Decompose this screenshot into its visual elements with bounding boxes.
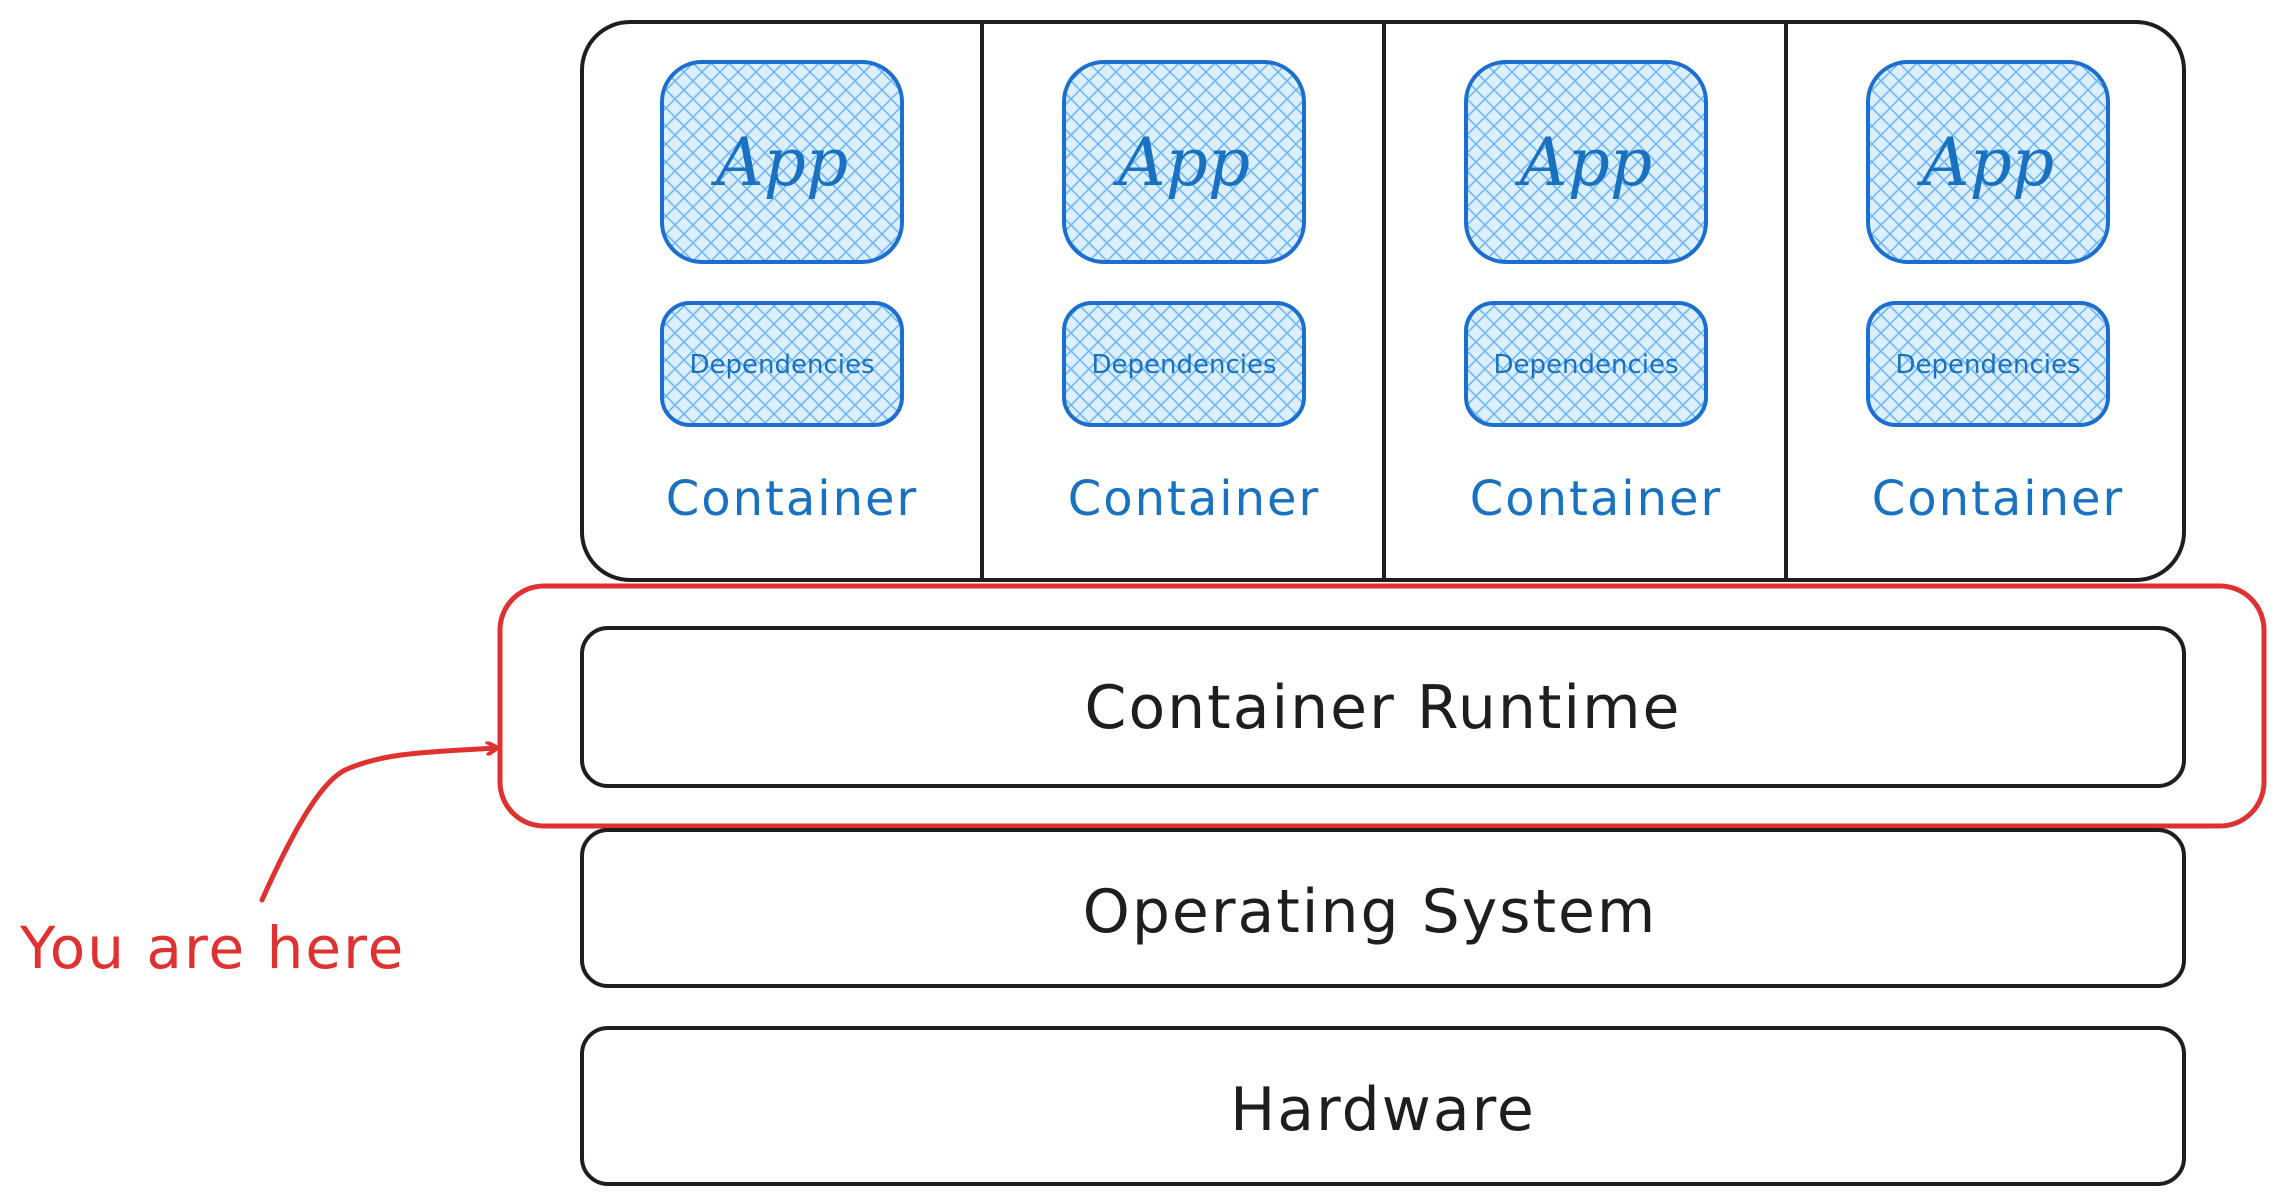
container-label: Container <box>1872 471 2125 527</box>
app-label: App <box>1112 124 1250 201</box>
container-label: Container <box>666 471 919 527</box>
runtime-highlight <box>497 583 2267 829</box>
app-label: App <box>1514 124 1652 201</box>
app-box <box>1062 60 1306 264</box>
hardware-layer <box>580 1026 2186 1186</box>
dependencies-box <box>660 301 904 427</box>
operating-system-layer <box>580 828 2186 988</box>
annotation-arrow <box>259 748 496 903</box>
container-column: App Dependencies Container <box>1464 60 1723 527</box>
container-runtime-label: Container Runtime <box>1085 673 1682 743</box>
dependencies-label: Dependencies <box>1493 350 1678 380</box>
app-box <box>1464 60 1708 264</box>
container-runtime-layer <box>580 626 2186 788</box>
container-label: Container <box>1068 471 1321 527</box>
dependencies-box <box>1464 301 1708 427</box>
dependencies-box <box>1062 301 1306 427</box>
container-column: App Dependencies Container <box>1866 60 2125 527</box>
dependencies-label: Dependencies <box>1091 350 1276 380</box>
app-label: App <box>710 124 848 201</box>
app-box <box>1866 60 2110 264</box>
hardware-label: Hardware <box>1230 1075 1536 1145</box>
dependencies-label: Dependencies <box>689 350 874 380</box>
container-column: App Dependencies Container <box>1062 60 1321 527</box>
dependencies-box <box>1866 301 2110 427</box>
operating-system-label: Operating System <box>1083 877 1658 947</box>
you-are-here-label: You are here <box>19 914 405 982</box>
container-column: App Dependencies Container <box>660 60 919 527</box>
container-label: Container <box>1470 471 1723 527</box>
dependencies-label: Dependencies <box>1895 350 2080 380</box>
app-box <box>660 60 904 264</box>
app-label: App <box>1916 124 2054 201</box>
